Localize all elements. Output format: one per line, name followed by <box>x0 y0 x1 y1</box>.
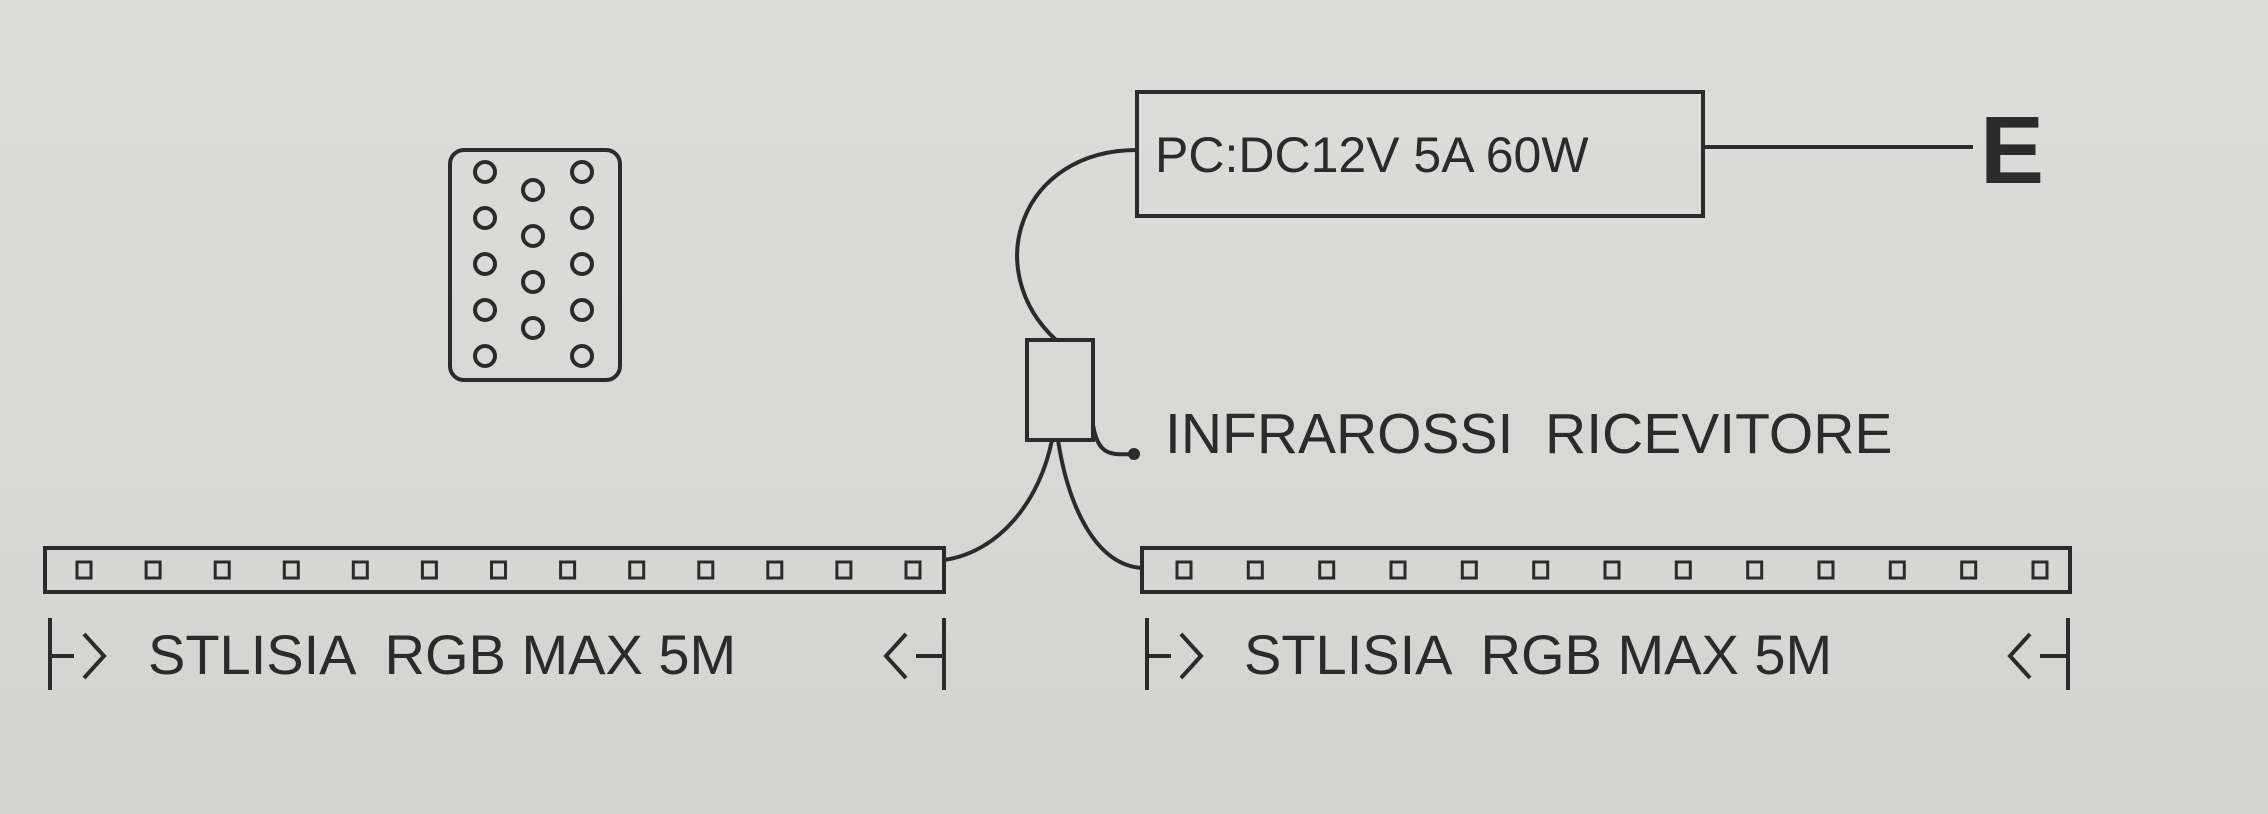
led-chip <box>1603 560 1621 580</box>
length-marker-right: STLISIA RGB MAX 5M <box>1145 618 2070 690</box>
remote-buttons <box>473 160 594 368</box>
remote-button-icon <box>521 178 545 202</box>
led-chip <box>144 560 162 580</box>
led-chip <box>559 560 577 580</box>
ir-sensor-lead <box>1091 424 1133 457</box>
remote-button-icon <box>473 206 497 230</box>
led-chip <box>1318 560 1336 580</box>
led-chip <box>213 560 231 580</box>
remote-body <box>448 148 622 382</box>
remote-button-icon <box>570 206 594 230</box>
plug-label: E <box>1980 97 2044 204</box>
led-chip <box>282 560 300 580</box>
led-strip-left-body <box>43 546 946 594</box>
start-arrow-icon <box>50 632 107 680</box>
power-cable <box>1015 148 1138 342</box>
led-strip-left <box>43 546 946 594</box>
start-arrow-icon <box>1147 632 1204 680</box>
remote-button-icon <box>521 270 545 294</box>
led-chip <box>351 560 369 580</box>
end-arrow-icon <box>2007 632 2068 680</box>
led-strip-right <box>1140 546 2072 594</box>
led-chip <box>420 560 438 580</box>
strip-left-label: STLISIA RGB MAX 5M <box>148 623 736 686</box>
led-chip <box>835 560 853 580</box>
led-strip-right-body <box>1140 546 2072 594</box>
cable-left-strip <box>943 439 1054 562</box>
length-marker-left: STLISIA RGB MAX 5M <box>48 618 946 690</box>
remote-control <box>448 148 622 382</box>
remote-button-icon <box>473 298 497 322</box>
led-chip <box>1888 560 1906 580</box>
led-chip <box>766 560 784 580</box>
led-chip <box>1389 560 1407 580</box>
receiver-label: INFRAROSSI RICEVITORE <box>1165 402 1892 466</box>
led-chip <box>75 560 93 580</box>
power-supply-label: PC:DC12V 5A 60W <box>1155 127 1589 183</box>
remote-button-icon <box>570 160 594 184</box>
remote-button-icon <box>521 316 545 340</box>
led-chip <box>628 560 646 580</box>
led-chip <box>1175 560 1193 580</box>
remote-button-icon <box>570 298 594 322</box>
ir-sensor-icon <box>1128 448 1140 460</box>
led-chip <box>2031 560 2049 580</box>
led-chip <box>697 560 715 580</box>
power-supply: PC:DC12V 5A 60W <box>1135 90 1705 218</box>
strip-right-label: STLISIA RGB MAX 5M <box>1244 623 1832 686</box>
ir-receiver-box <box>1025 338 1095 442</box>
led-chip <box>1246 560 1264 580</box>
led-chip <box>1532 560 1550 580</box>
remote-button-icon <box>570 344 594 368</box>
end-arrow-icon <box>883 632 944 680</box>
cable-right-strip <box>1056 439 1143 570</box>
remote-button-icon <box>521 224 545 248</box>
remote-button-icon <box>473 252 497 276</box>
led-chip <box>1817 560 1835 580</box>
led-chip <box>1460 560 1478 580</box>
led-chip <box>1674 560 1692 580</box>
led-chip <box>1746 560 1764 580</box>
led-strip-right-leds <box>1175 560 2049 580</box>
remote-button-icon <box>473 160 497 184</box>
power-supply-box <box>1135 90 1705 218</box>
led-chip <box>904 560 922 580</box>
remote-button-icon <box>570 252 594 276</box>
led-chip <box>490 560 507 580</box>
led-strip-left-leds <box>75 560 922 580</box>
led-chip <box>1960 560 1978 580</box>
remote-button-icon <box>473 344 497 368</box>
